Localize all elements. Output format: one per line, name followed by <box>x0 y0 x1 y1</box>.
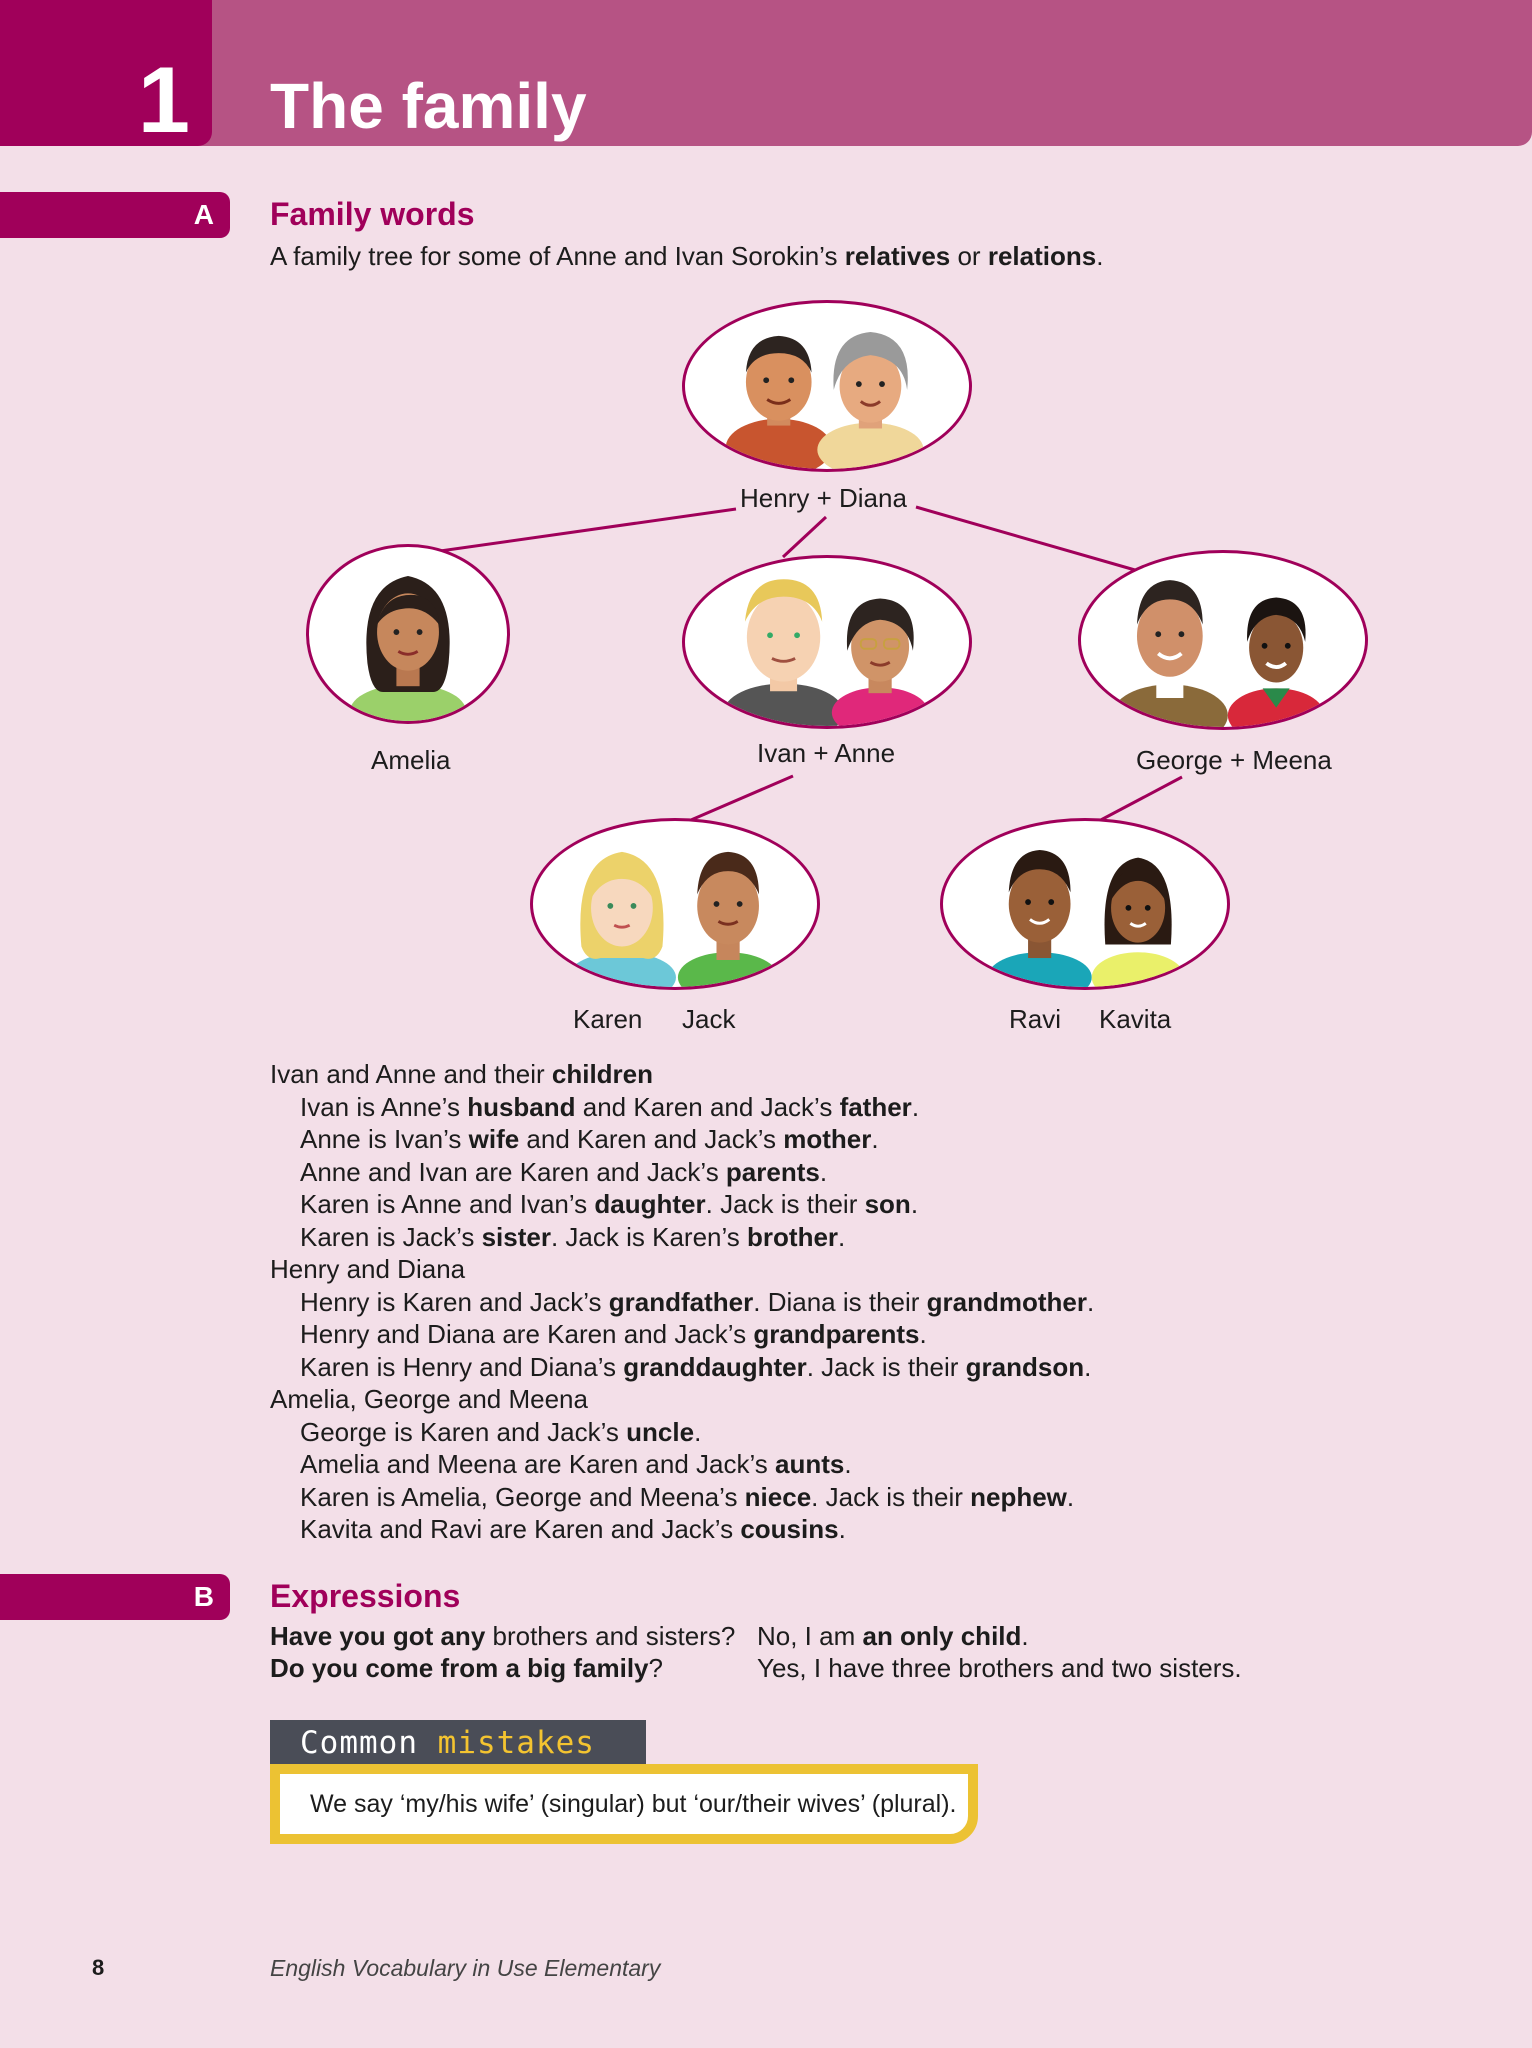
family-text-line: Ivan is Anne’s husband and Karen and Jac… <box>300 1091 920 1122</box>
common-mistakes-label-highlight: mistakes <box>437 1725 595 1761</box>
section-b-tab: B <box>0 1574 230 1620</box>
common-mistakes-text: We say ‘my/his wife’ (singular) but ‘our… <box>310 1790 957 1818</box>
portrait-ravi-kavita <box>940 818 1230 990</box>
family-text-line: Anne and Ivan are Karen and Jack’s paren… <box>300 1156 828 1187</box>
children-portrait-icon <box>567 851 779 987</box>
label-kavita: Kavita <box>1099 1004 1172 1034</box>
family-text-line: Henry and Diana <box>270 1254 466 1284</box>
couple-portrait-icon <box>723 579 929 726</box>
page-number: 8 <box>92 1955 105 1980</box>
family-text-line: Henry and Diana are Karen and Jack’s gra… <box>300 1319 927 1349</box>
section-b-letter: B <box>193 1581 214 1612</box>
common-mistakes-label: Common <box>300 1725 418 1761</box>
family-text-line: Henry is Karen and Jack’s grandfather. D… <box>300 1286 1095 1317</box>
family-text-line: George is Karen and Jack’s uncle. <box>300 1416 702 1447</box>
unit-number-box <box>0 0 212 146</box>
family-text-line: Kavita and Ravi are Karen and Jack’s cou… <box>300 1514 846 1544</box>
couple-portrait-icon <box>725 331 924 469</box>
section-b-title: Expressions <box>270 1578 461 1614</box>
label-henry-diana: Henry + Diana <box>740 483 907 513</box>
couple-portrait-icon <box>1111 580 1325 727</box>
label-amelia: Amelia <box>371 745 451 775</box>
expression-question-2: Do you come from a big family? <box>270 1653 663 1683</box>
family-text-line: Karen is Anne and Ivan’s daughter. Jack … <box>300 1189 919 1219</box>
book-title: English Vocabulary in Use Elementary <box>270 1955 661 1981</box>
portrait-karen-jack <box>530 818 820 990</box>
unit-number: 1 <box>137 47 190 152</box>
section-a-letter: A <box>193 199 214 230</box>
family-text-line: Ivan and Anne and their children <box>270 1059 654 1089</box>
expression-answer-2: Yes, I have three brothers and two siste… <box>757 1653 1242 1683</box>
expression-question-1: Have you got any brothers and sisters? <box>270 1621 736 1651</box>
children-portrait-icon <box>987 849 1185 987</box>
family-text-line: Karen is Amelia, George and Meena’s niec… <box>300 1481 1075 1512</box>
label-karen: Karen <box>573 1004 643 1034</box>
portrait-george-meena <box>1078 550 1368 730</box>
page-title: The family <box>270 70 587 142</box>
family-text-line: Amelia, George and Meena <box>270 1384 588 1414</box>
section-a-title: Family words <box>270 196 475 232</box>
header-bar <box>0 0 1532 146</box>
label-ivan-anne: Ivan + Anne <box>757 738 896 768</box>
family-text-line: Amelia and Meena are Karen and Jack’s au… <box>300 1449 852 1479</box>
label-ravi: Ravi <box>1009 1004 1062 1034</box>
section-a-intro: A family tree for some of Anne and Ivan … <box>270 241 1104 271</box>
common-mistakes-box: We say ‘my/his wife’ (singular) but ‘our… <box>270 1764 978 1844</box>
common-mistakes-header: Common mistakes <box>270 1720 646 1764</box>
portrait-ivan-anne <box>682 555 972 729</box>
family-text-line: Karen is Jack’s sister. Jack is Karen’s … <box>300 1221 846 1252</box>
woman-portrait-icon <box>350 576 466 721</box>
portrait-henry-diana <box>682 300 972 472</box>
family-text-line: Anne is Ivan’s wife and Karen and Jack’s… <box>300 1124 879 1154</box>
family-text-line: Karen is Henry and Diana’s granddaughter… <box>300 1351 1092 1382</box>
portrait-amelia <box>306 544 510 724</box>
expression-answer-1: No, I am an only child. <box>757 1621 1029 1651</box>
label-jack: Jack <box>682 1004 736 1034</box>
label-george-meena: George + Meena <box>1136 745 1332 775</box>
section-a-tab: A <box>0 192 230 238</box>
